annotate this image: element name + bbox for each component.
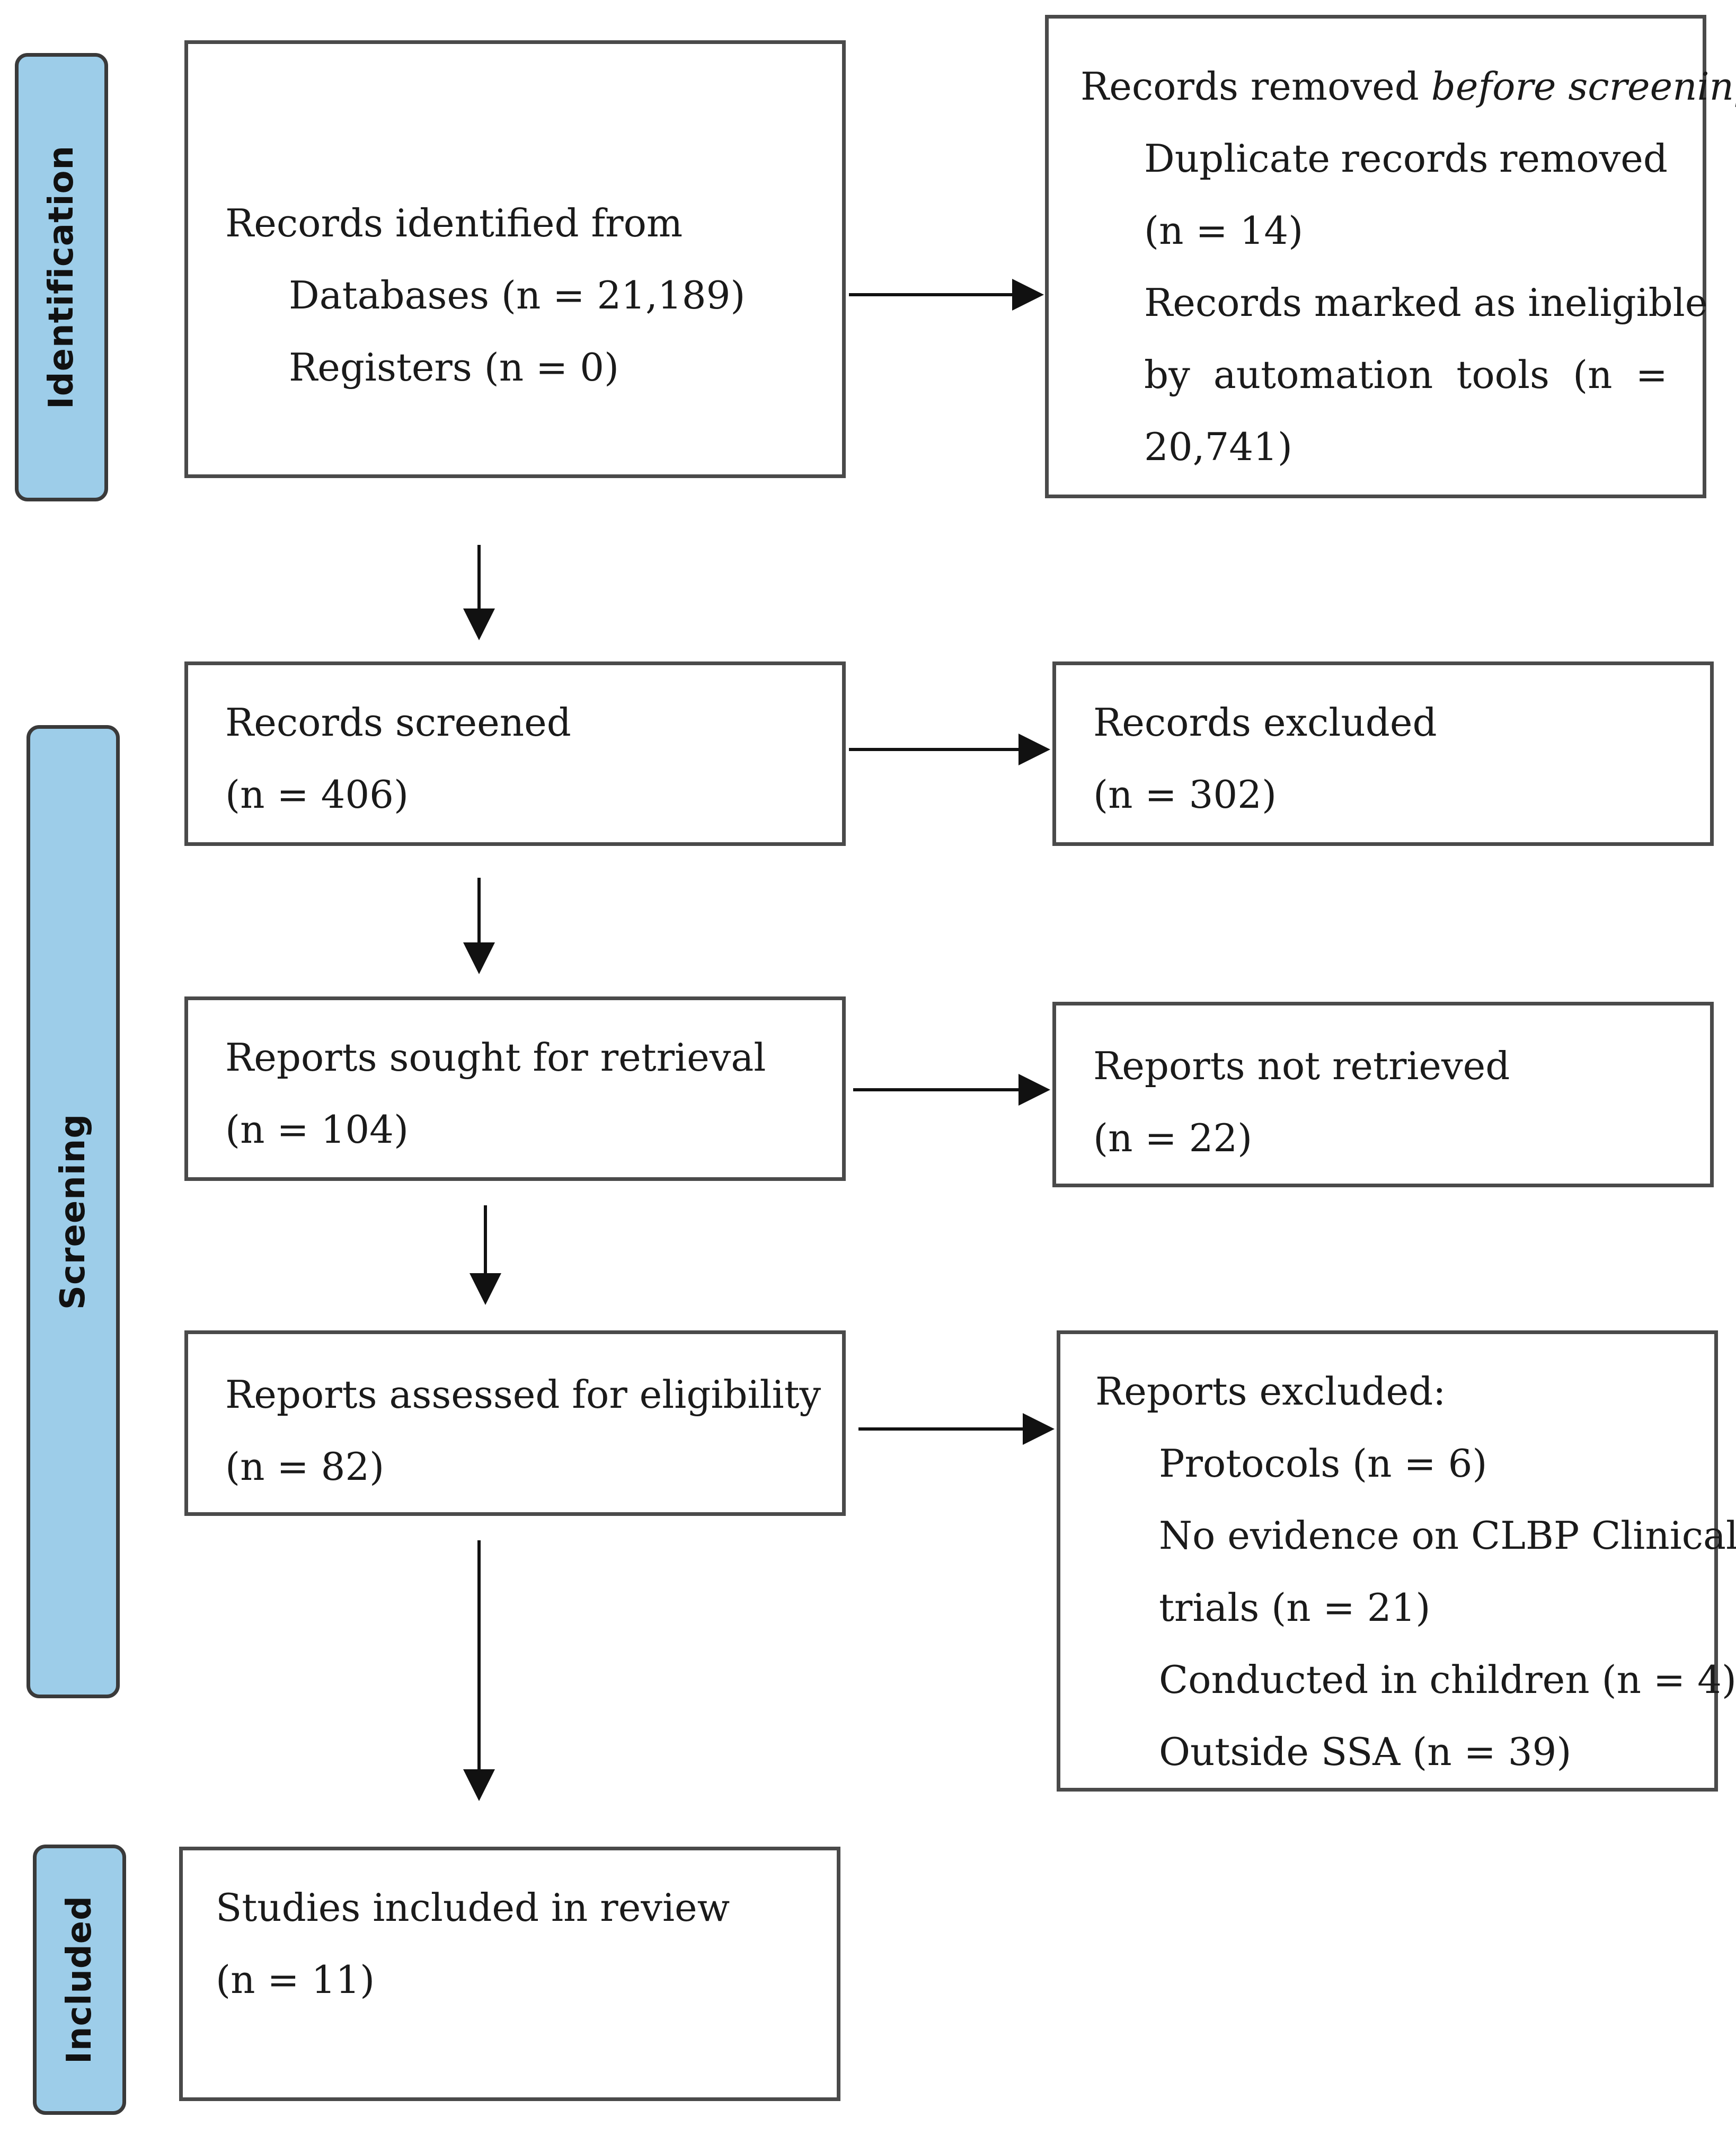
automation-line: by automation tools (n =	[1144, 339, 1668, 411]
automation-word-2: automation	[1213, 352, 1433, 397]
excluded-no-evidence-1: No evidence on CLBP Clinical	[1159, 1513, 1736, 1558]
studies-included-count: (n = 11)	[216, 1957, 375, 2002]
records-identified-title: Records identified from	[225, 201, 683, 245]
records-removed-title: Records removed before screening:	[1080, 50, 1736, 122]
reports-sought-box: Reports sought for retrieval (n = 104)	[184, 996, 846, 1181]
studies-included-title: Studies included in review	[216, 1885, 730, 1930]
automation-word-4: (n	[1573, 352, 1613, 397]
reports-excluded-list: Protocols (n = 6) No evidence on CLBP Cl…	[1095, 1427, 1736, 1788]
records-screened-box: Records screened (n = 406)	[184, 661, 846, 846]
reports-not-retrieved-box: Reports not retrieved (n = 22)	[1052, 1002, 1714, 1187]
marked-ineligible-line: Records marked as ineligible	[1144, 280, 1708, 325]
reports-excluded-title: Reports excluded:	[1095, 1369, 1446, 1414]
phase-screening: Screening	[26, 725, 120, 1698]
excluded-children: Conducted in children (n = 4)	[1159, 1657, 1736, 1702]
records-removed-list: Duplicate records removed (n = 14) Recor…	[1080, 122, 1708, 483]
reports-sought-title: Reports sought for retrieval	[225, 1035, 766, 1080]
databases-count: Databases (n = 21,189)	[289, 273, 746, 317]
registers-count: Registers (n = 0)	[289, 345, 619, 390]
reports-not-retrieved-title: Reports not retrieved	[1093, 1044, 1510, 1088]
excluded-protocols: Protocols (n = 6)	[1159, 1441, 1487, 1486]
records-excluded-box: Records excluded (n = 302)	[1052, 661, 1714, 846]
records-removed-title-prefix: Records removed	[1080, 64, 1431, 109]
automation-word-5: =	[1635, 352, 1668, 397]
duplicates-line: Duplicate records removed	[1144, 122, 1668, 195]
duplicates-word-2: records	[1341, 136, 1489, 181]
reports-excluded-box: Reports excluded: Protocols (n = 6) No e…	[1057, 1330, 1736, 1792]
records-identified-box: Records identified from Databases (n = 2…	[184, 40, 846, 478]
studies-included-box: Studies included in review (n = 11)	[179, 1847, 840, 2101]
records-excluded-count: (n = 302)	[1093, 772, 1277, 817]
automation-word-3: tools	[1456, 352, 1549, 397]
reports-assessed-count: (n = 82)	[225, 1444, 385, 1489]
reports-not-retrieved-count: (n = 22)	[1093, 1116, 1253, 1160]
records-screened-count: (n = 406)	[225, 772, 409, 817]
reports-assessed-title: Reports assessed for eligibility	[225, 1372, 821, 1417]
phase-identification: Identification	[15, 53, 108, 501]
reports-assessed-box: Reports assessed for eligibility (n = 82…	[184, 1330, 846, 1516]
automation-word-1: by	[1144, 352, 1190, 397]
records-removed-title-italic: before screening	[1431, 64, 1736, 109]
records-screened-title: Records screened	[225, 700, 571, 745]
duplicates-count: (n = 14)	[1144, 208, 1304, 253]
automation-count: 20,741)	[1144, 425, 1293, 469]
excluded-no-evidence-2: trials (n = 21)	[1159, 1585, 1431, 1630]
excluded-outside-ssa: Outside SSA (n = 39)	[1159, 1730, 1572, 1774]
records-removed-box: Records removed before screening: Duplic…	[1045, 15, 1736, 498]
records-excluded-title: Records excluded	[1093, 700, 1437, 745]
duplicates-word-1: Duplicate	[1144, 136, 1331, 181]
reports-sought-count: (n = 104)	[225, 1107, 409, 1152]
duplicates-word-3: removed	[1499, 136, 1668, 181]
phase-included: Included	[33, 1845, 126, 2115]
